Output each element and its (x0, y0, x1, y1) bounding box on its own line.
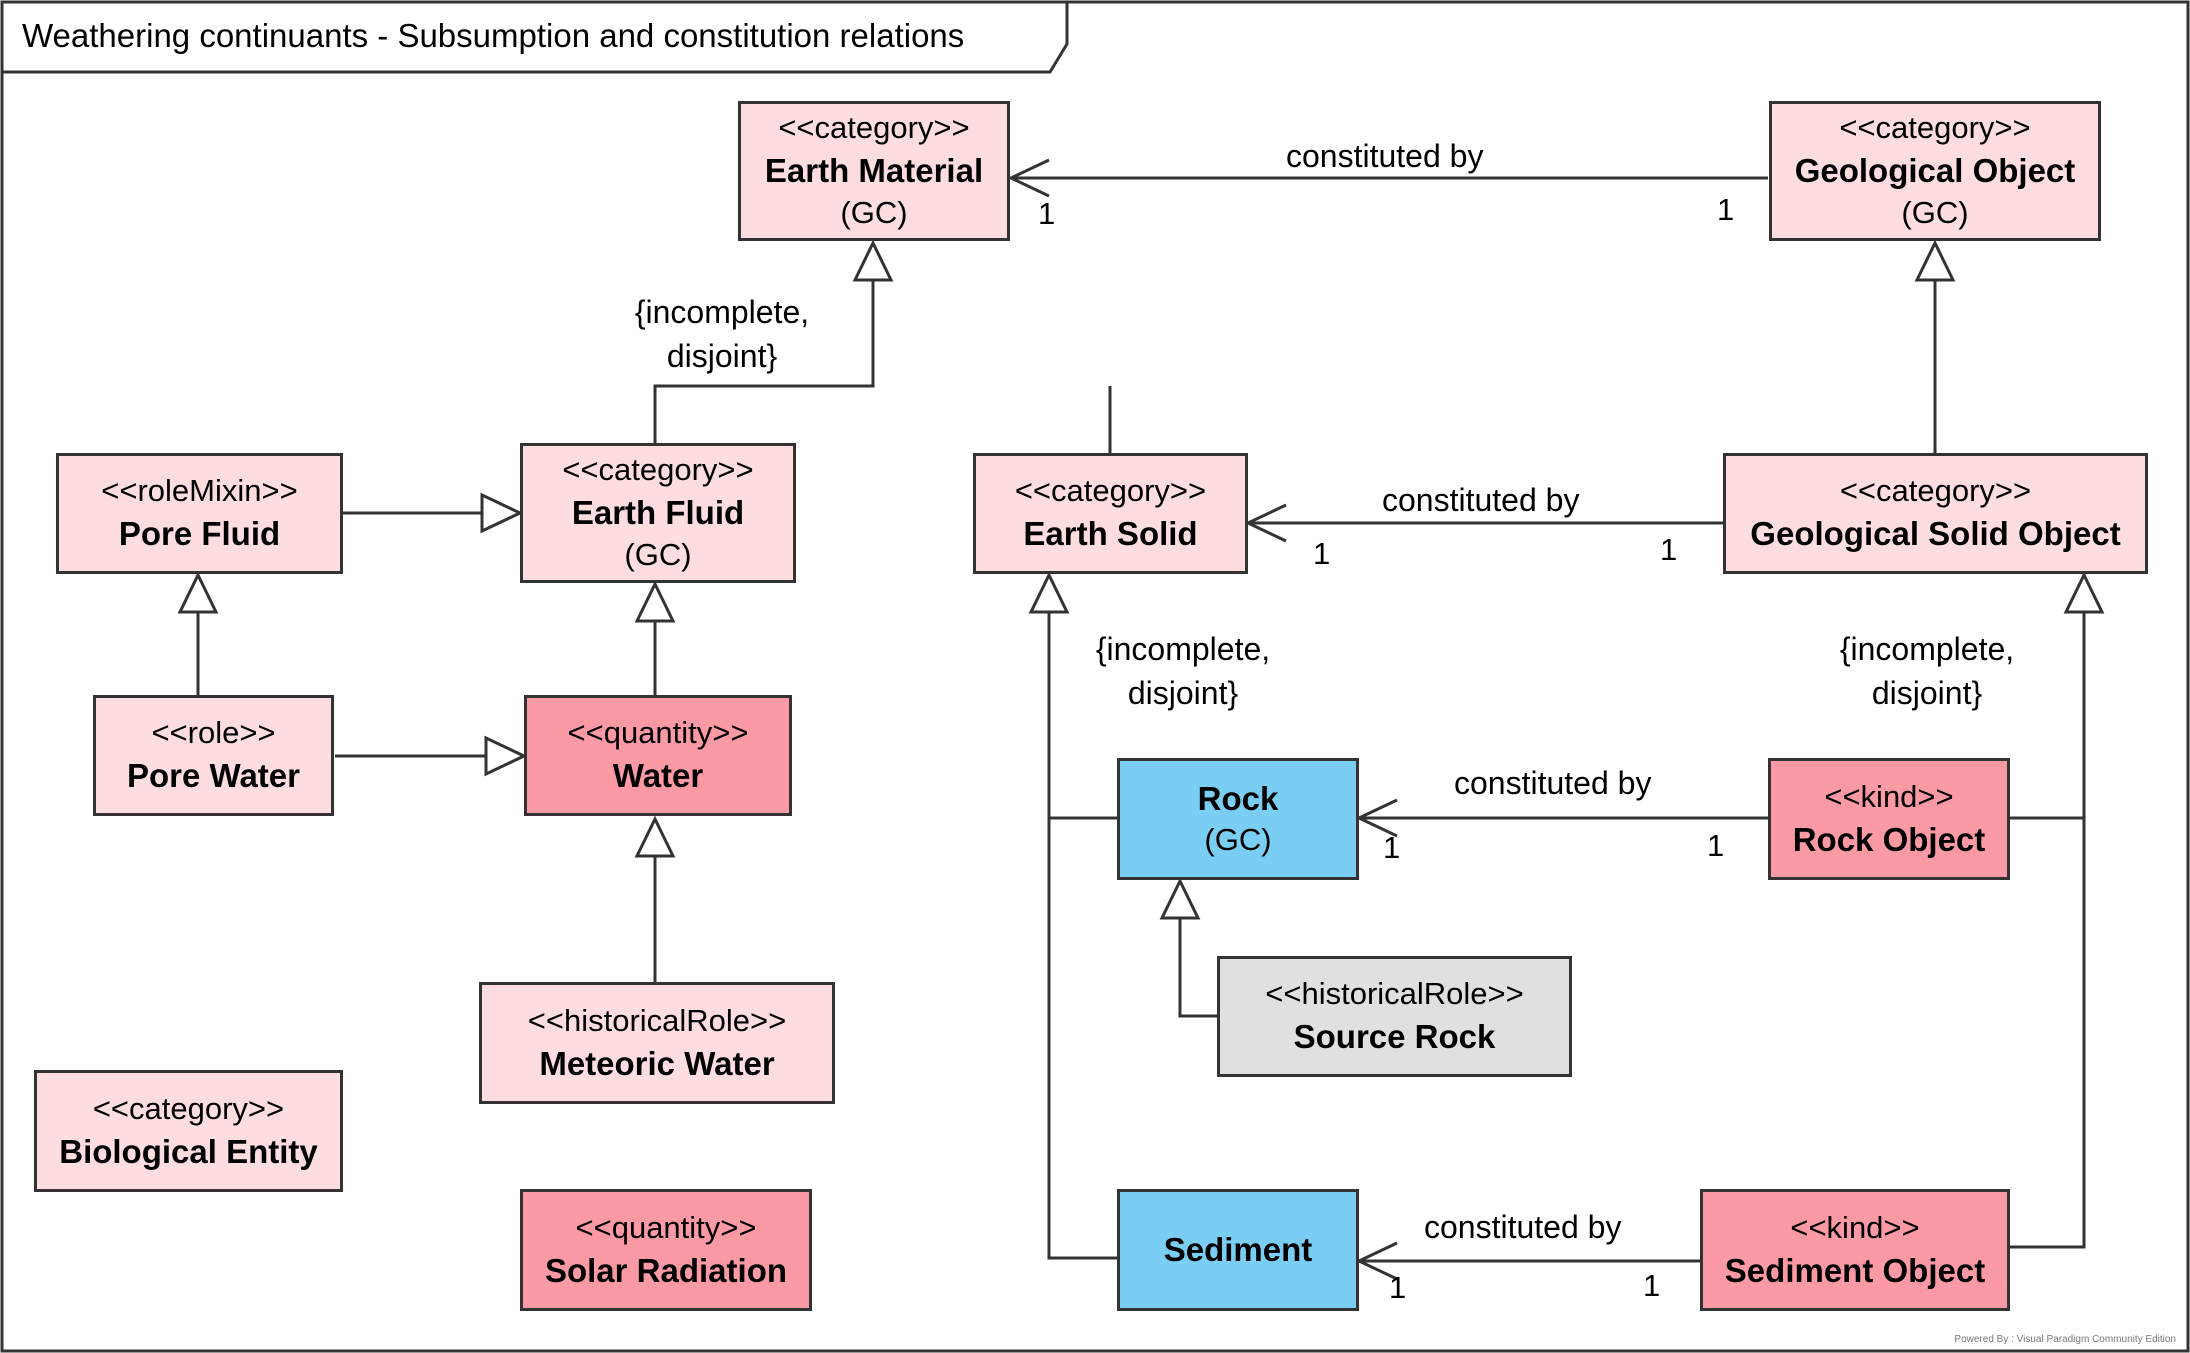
stereotype-label: <<historicalRole>> (1265, 976, 1524, 1012)
class-source-rock[interactable]: <<historicalRole>> Source Rock (1217, 956, 1572, 1077)
generalization-sediment-to-earth-solid (1047, 818, 1117, 1260)
class-name: Meteoric Water (539, 1044, 775, 1082)
stereotype-label: <<role>> (151, 715, 276, 751)
class-earth-solid[interactable]: <<category>> Earth Solid (973, 453, 1248, 574)
stereotype-label: <<category>> (92, 1090, 285, 1126)
title-tab-border (2, 2, 1069, 74)
gc-label: (GC) (624, 536, 692, 572)
class-name: Earth Solid (1023, 515, 1198, 553)
generalization-arrowhead-water-1 (484, 735, 528, 777)
stereotype-label: <<kind>> (1790, 1209, 1920, 1245)
footer-credit: Powered By : Visual Paradigm Community E… (1954, 1334, 2176, 1345)
assoc-label-constituted-by-2: constituted by (1382, 482, 1580, 518)
class-name: Earth Fluid (571, 494, 745, 532)
generalization-arrowhead-water-2 (634, 815, 676, 858)
generalization-earth-fluid-to-earth-material (653, 280, 875, 454)
generalization-arrowhead-earth-fluid-2 (634, 580, 676, 623)
genset-line1: {incomplete, (1839, 631, 2015, 667)
assoc-label-constituted-by-1: constituted by (1286, 138, 1484, 174)
association-arrowhead-sediment (1355, 1241, 1398, 1281)
generalization-arrowhead-rock (1159, 877, 1201, 920)
class-earth-fluid[interactable]: <<category>> Earth Fluid (GC) (520, 443, 796, 583)
class-water[interactable]: <<quantity>> Water (524, 695, 792, 816)
class-earth-material[interactable]: <<category>> Earth Material (GC) (738, 101, 1010, 241)
genset-label-earth-material: {incomplete, disjoint} (622, 290, 822, 378)
stereotype-label: <<category>> (778, 110, 970, 146)
stereotype-label: <<category>> (562, 452, 754, 488)
multiplicity-sediment: 1 (1389, 1270, 1407, 1305)
multiplicity-rock-object: 1 (1707, 828, 1725, 863)
genset-line2: disjoint} (1871, 675, 1983, 712)
generalization-source-rock-to-rock (1178, 918, 1217, 1018)
generalization-arrowhead-earth-solid (1028, 571, 1070, 614)
multiplicity-sediment-object: 1 (1643, 1268, 1661, 1303)
stereotype-label: <<historicalRole>> (527, 1002, 787, 1038)
class-name: Biological Entity (59, 1132, 318, 1170)
multiplicity-rock: 1 (1383, 830, 1401, 865)
generalization-arrowhead-geological-object (1914, 239, 1956, 282)
class-name: Rock (1197, 779, 1279, 817)
class-name: Solar Radiation (544, 1251, 788, 1289)
association-arrowhead-rock (1355, 798, 1398, 838)
gc-label: (GC) (840, 194, 908, 230)
generalization-sediment-object-to-geo-solid (2010, 818, 2086, 1249)
generalization-arrowhead-earth-fluid-1 (480, 492, 524, 534)
class-geological-solid-object[interactable]: <<category>> Geological Solid Object (1723, 453, 2148, 574)
assoc-label-constituted-by-4: constituted by (1424, 1209, 1622, 1245)
multiplicity-earth-solid: 1 (1313, 536, 1331, 571)
class-name: Rock Object (1792, 820, 1986, 858)
class-name: Earth Material (764, 152, 984, 190)
class-sediment-object[interactable]: <<kind>> Sediment Object (1700, 1189, 2010, 1311)
stereotype-label: <<category>> (1839, 110, 2031, 146)
genset-line1: {incomplete, (1095, 631, 1271, 667)
gc-label: (GC) (1901, 194, 1969, 230)
genset-line1: {incomplete, (634, 294, 810, 330)
stereotype-label: <<category>> (1839, 473, 2032, 509)
multiplicity-geo-solid-object: 1 (1660, 532, 1678, 567)
class-name: Geological Object (1794, 152, 2076, 190)
genset-line2: disjoint} (666, 338, 778, 375)
genset-line2: disjoint} (1127, 675, 1239, 712)
class-geological-object[interactable]: <<category>> Geological Object (GC) (1769, 101, 2101, 241)
stereotype-label: <<category>> (1014, 473, 1207, 509)
class-name: Pore Water (127, 757, 300, 795)
multiplicity-earth-material: 1 (1038, 196, 1056, 231)
stereotype-label: <<quantity>> (567, 715, 749, 751)
multiplicity-geological-object: 1 (1717, 192, 1735, 227)
genset-label-geo-solid-object: {incomplete, disjoint} (1827, 627, 2027, 715)
class-pore-water[interactable]: <<role>> Pore Water (93, 695, 334, 816)
class-name: Geological Solid Object (1750, 515, 2121, 553)
generalization-arrowhead-earth-material (852, 239, 894, 282)
diagram-title: Weathering continuants - Subsumption and… (22, 17, 965, 54)
class-pore-fluid[interactable]: <<roleMixin>> Pore Fluid (56, 453, 343, 574)
class-rock-object[interactable]: <<kind>> Rock Object (1768, 758, 2010, 880)
class-rock[interactable]: Rock (GC) (1117, 758, 1359, 880)
assoc-label-constituted-by-3: constituted by (1454, 765, 1652, 801)
stereotype-label: <<quantity>> (575, 1209, 757, 1245)
gc-label: (GC) (1204, 822, 1272, 858)
class-sediment[interactable]: Sediment (1117, 1189, 1359, 1311)
stereotype-label: <<roleMixin>> (101, 473, 298, 509)
class-meteoric-water[interactable]: <<historicalRole>> Meteoric Water (479, 982, 835, 1104)
class-name: Sediment (1163, 1231, 1313, 1269)
generalization-arrowhead-geo-solid (2063, 571, 2105, 614)
class-name: Pore Fluid (118, 515, 281, 553)
class-name: Water (612, 757, 704, 795)
association-arrowhead-earth-solid (1244, 503, 1287, 543)
class-solar-radiation[interactable]: <<quantity>> Solar Radiation (520, 1189, 812, 1311)
class-name: Sediment Object (1724, 1251, 1986, 1289)
class-biological-entity[interactable]: <<category>> Biological Entity (34, 1070, 343, 1192)
association-arrowhead-earth-material (1007, 158, 1050, 198)
generalization-arrowhead-pore-fluid (177, 571, 219, 614)
class-name: Source Rock (1293, 1018, 1496, 1056)
genset-label-earth-solid: {incomplete, disjoint} (1083, 627, 1283, 715)
stereotype-label: <<kind>> (1824, 778, 1954, 814)
